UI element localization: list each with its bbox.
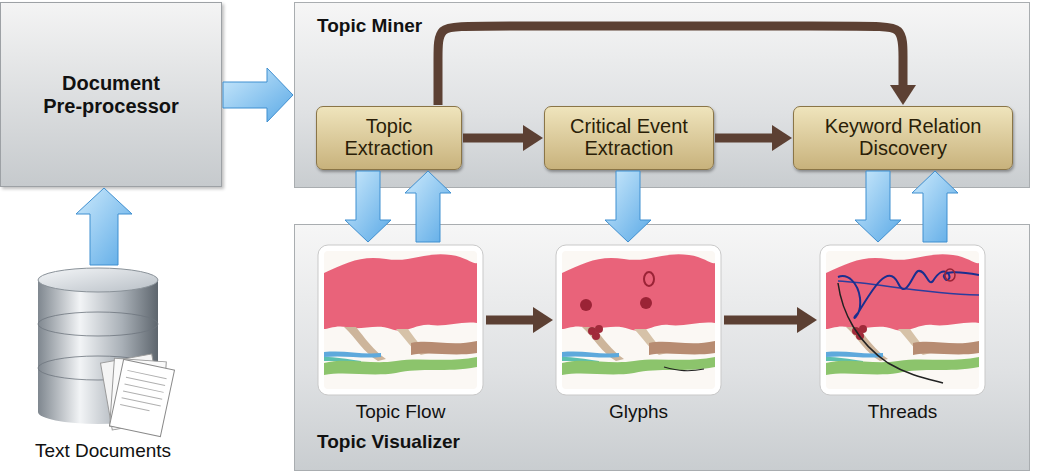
illustration <box>316 243 485 397</box>
view-caption: Threads <box>818 401 987 424</box>
view-thumbnail: Topic Flow <box>316 243 485 397</box>
node-label: Critical Event Extraction <box>554 116 704 159</box>
panel-heading: Topic Miner <box>317 15 422 38</box>
illustration <box>28 266 178 438</box>
node-label: Keyword Relation Discovery <box>808 116 998 159</box>
data-flow-arrow <box>223 68 293 122</box>
arrow-body <box>223 68 293 122</box>
view-caption: Glyphs <box>554 401 723 424</box>
data-flow-arrow <box>76 188 132 265</box>
illustration <box>820 245 985 395</box>
database-icon: Text Documents <box>28 266 178 466</box>
process-box: Critical Event Extraction <box>544 106 714 170</box>
view-thumbnail: Glyphs <box>554 243 723 397</box>
node-label: Document Pre-processor <box>42 72 181 118</box>
view-caption: Topic Flow <box>316 401 485 424</box>
process-box: Topic Extraction <box>316 106 462 170</box>
arrow-shaft <box>724 316 800 325</box>
illustration <box>38 268 175 437</box>
illustration <box>818 243 987 397</box>
node-label: Topic Extraction <box>333 116 445 159</box>
process-box: Document Pre-processor <box>0 2 222 187</box>
arrow-shaft <box>463 134 526 143</box>
module-panel: Topic VisualizerTopic FlowGlyphsThreads <box>294 224 1030 471</box>
arrow-shaft <box>486 316 536 325</box>
view-thumbnail: Threads <box>818 243 987 397</box>
database-caption: Text Documents <box>28 440 178 463</box>
arrow-shaft <box>715 134 775 143</box>
illustration <box>556 245 721 395</box>
illustration <box>318 245 483 395</box>
arrow-body <box>76 188 132 265</box>
illustration <box>554 243 723 397</box>
panel-heading: Topic Visualizer <box>317 431 460 454</box>
process-box: Keyword Relation Discovery <box>793 106 1013 170</box>
